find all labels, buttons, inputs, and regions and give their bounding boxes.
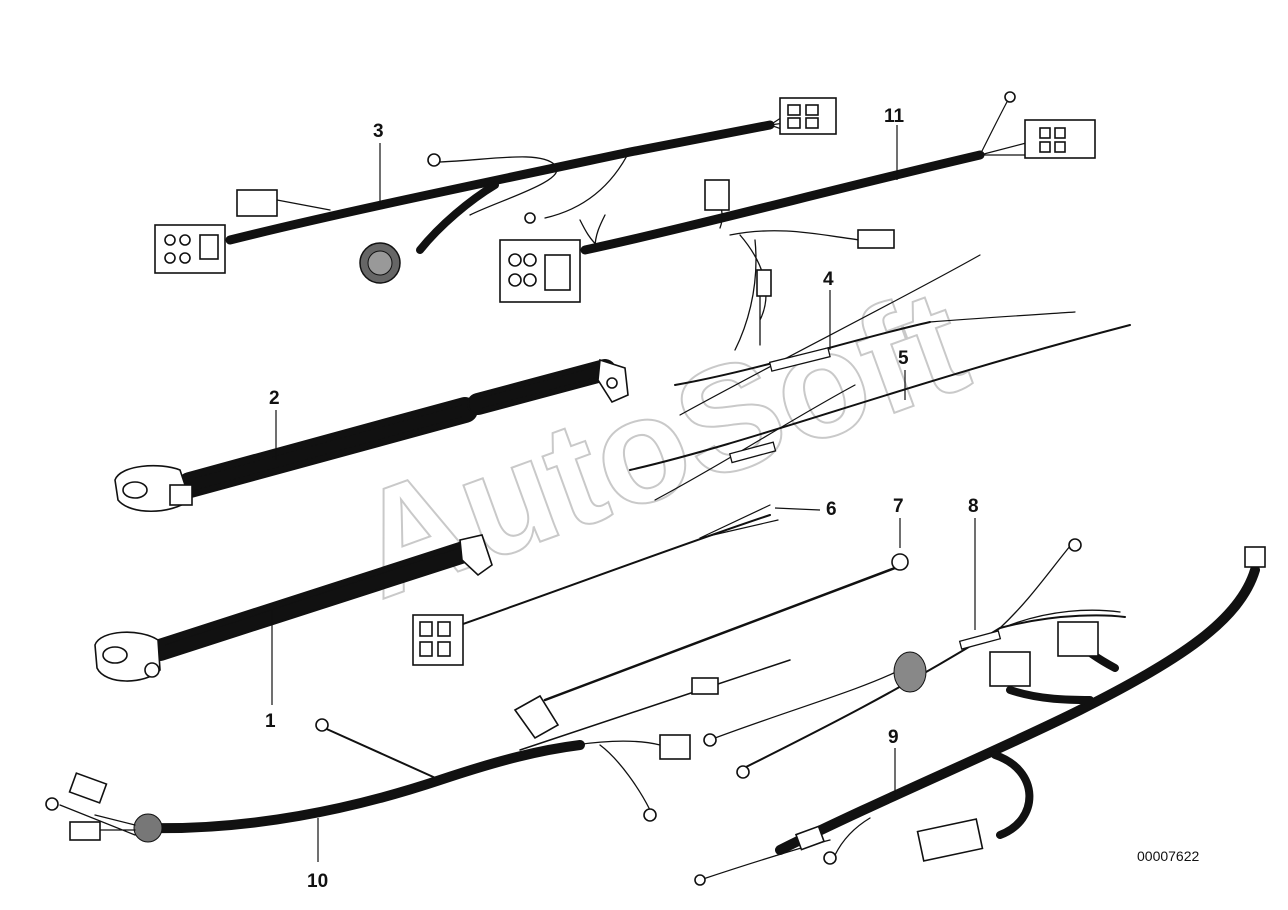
ring-terminal — [427, 153, 441, 167]
callout-4: 4 — [823, 269, 834, 290]
connector-small — [236, 189, 278, 217]
callout-11: 11 — [884, 106, 905, 127]
harness-part-3 — [154, 97, 837, 284]
callout-6: 6 — [826, 499, 837, 520]
callout-3: 3 — [373, 121, 384, 142]
ring-terminal — [891, 553, 909, 571]
callout-5: 5 — [898, 348, 909, 369]
grommet — [893, 651, 927, 693]
wire-part-5 — [629, 324, 1131, 501]
grommet — [133, 813, 163, 843]
document-number: 00007622 — [1137, 848, 1200, 864]
wire-part-6 — [412, 504, 779, 666]
callout-8: 8 — [968, 496, 979, 517]
callout-7: 7 — [893, 496, 904, 517]
callout-leaders — [271, 125, 976, 862]
callout-2: 2 — [269, 388, 280, 409]
harness-part-11 — [499, 91, 1096, 351]
callout-1: 1 — [265, 711, 276, 732]
battery-cable-part-1 — [94, 534, 493, 682]
terminal-boot — [513, 694, 560, 740]
ground-strap-part-7 — [513, 553, 909, 740]
battery-cable-part-2 — [114, 358, 629, 513]
callout-labels: 1 2 3 4 5 6 7 8 9 10 11 — [265, 106, 979, 892]
wire-part-4 — [674, 254, 1076, 416]
callout-9: 9 — [888, 727, 899, 748]
callout-10: 10 — [307, 871, 328, 892]
harness-part-9 — [694, 546, 1266, 886]
cable-lug — [459, 534, 493, 577]
connector-flat — [916, 818, 984, 862]
harness-part-10 — [45, 659, 791, 843]
harness-part-8 — [703, 538, 1126, 779]
